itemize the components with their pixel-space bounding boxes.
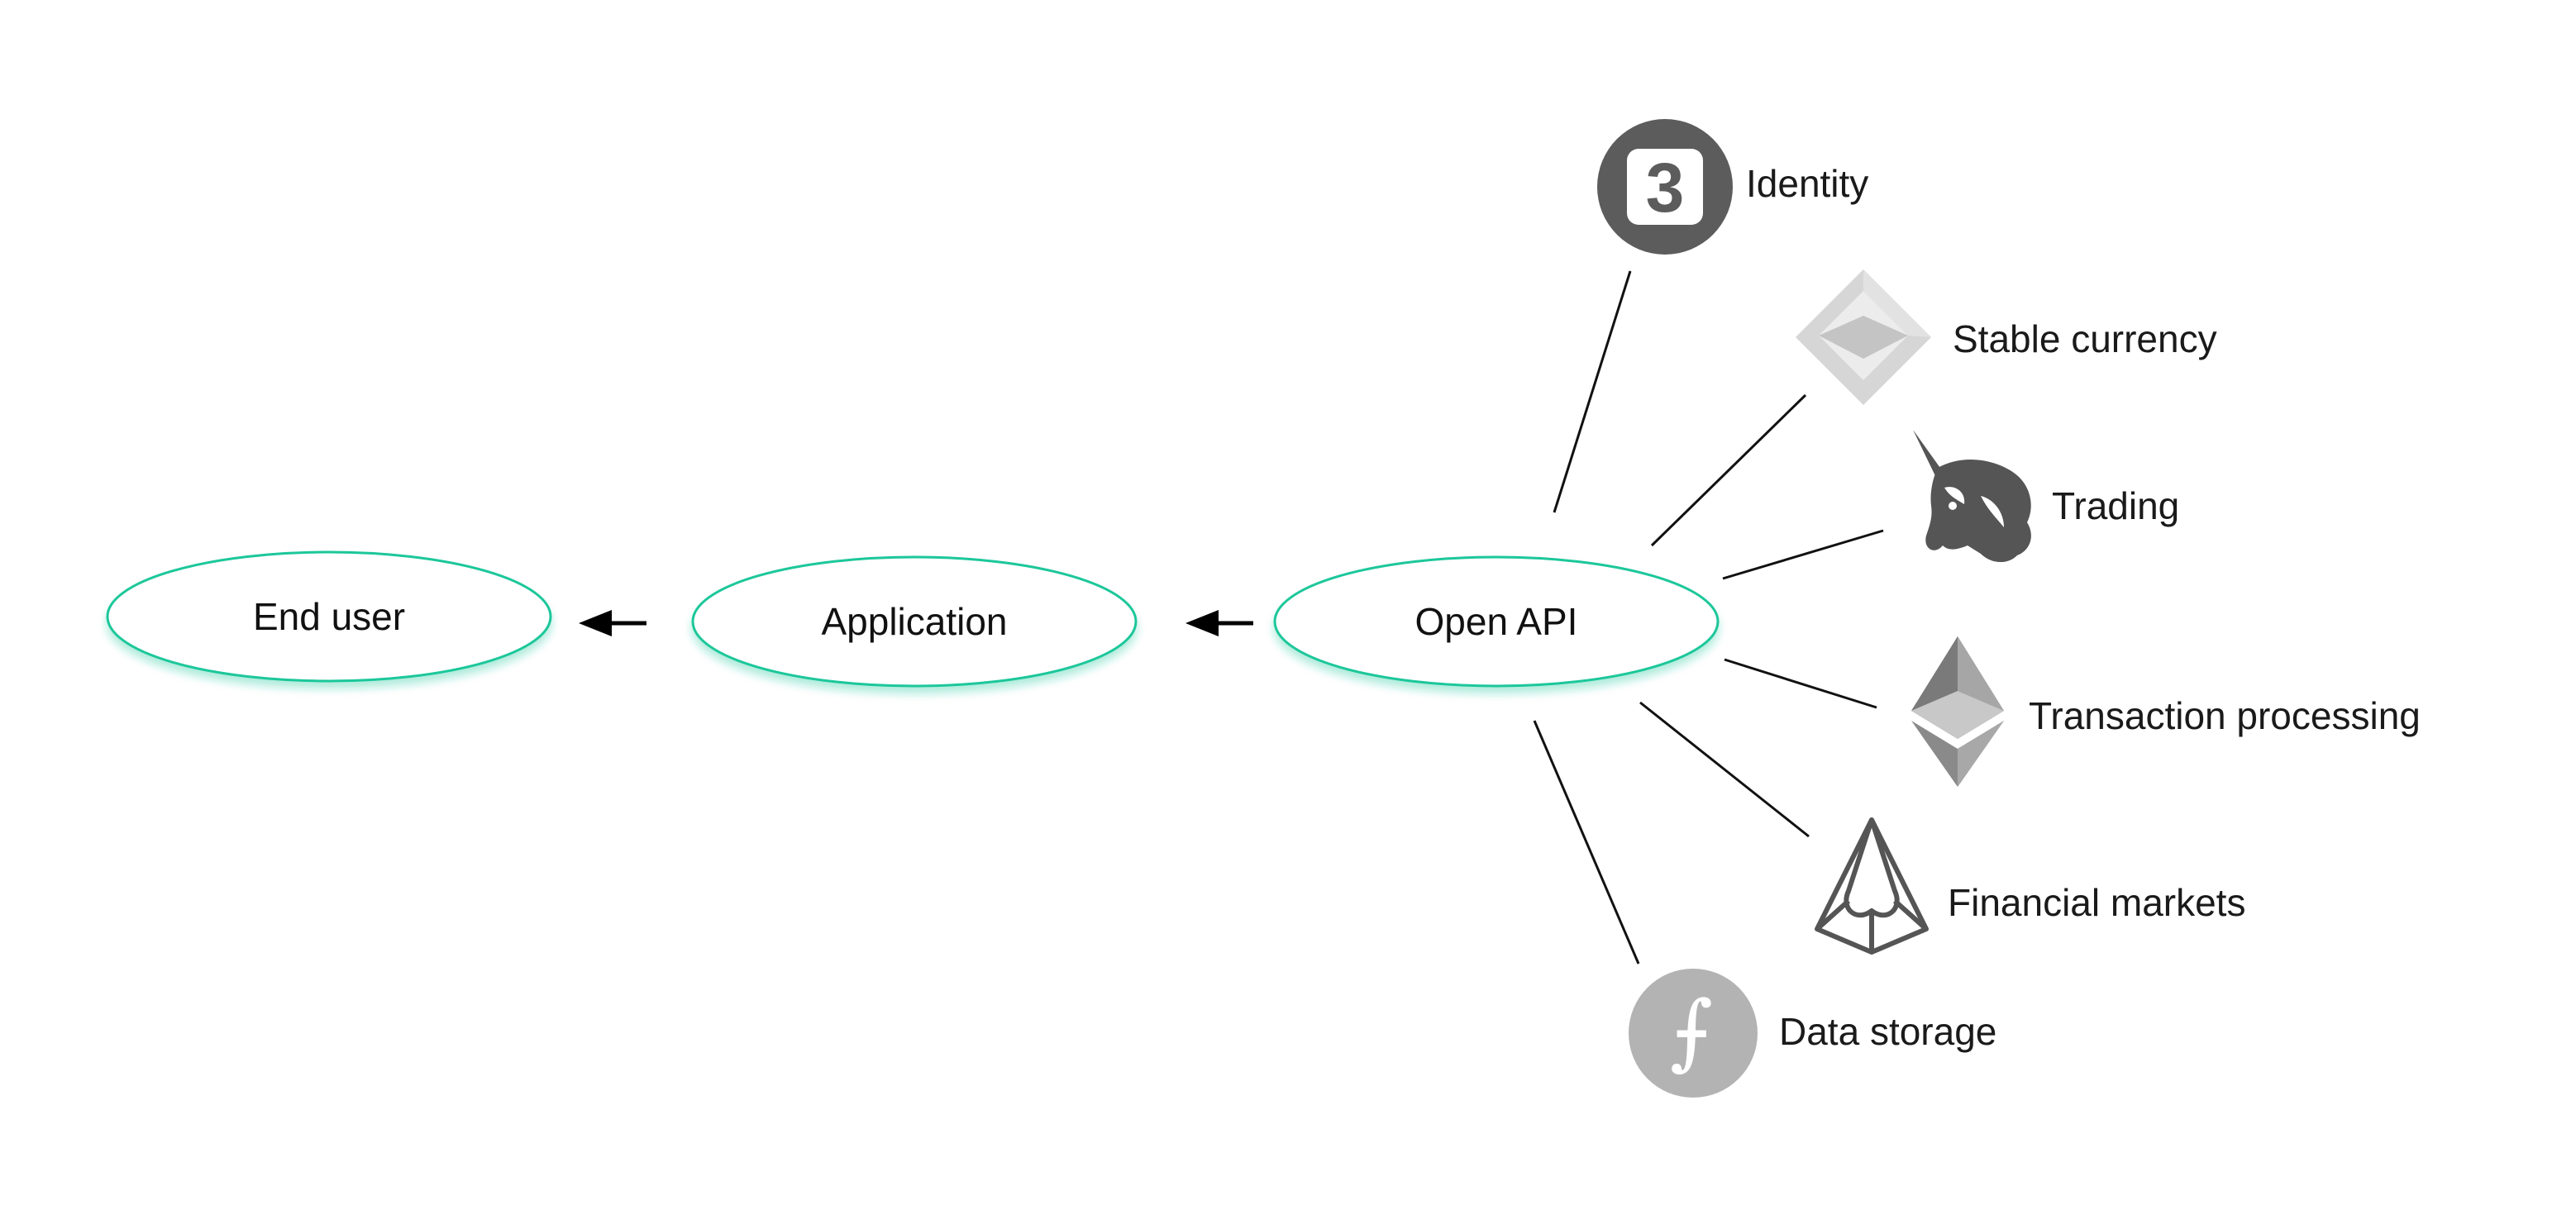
trading-label: Trading: [2052, 484, 2179, 527]
connector-trading: [1722, 529, 1884, 580]
connector-identity: [1553, 270, 1632, 513]
arrow-application-to-end-user: [579, 610, 646, 636]
filecoin-icon-glyph: ⨍: [1670, 983, 1713, 1079]
data-storage-service: ⨍ Data storage: [1629, 969, 1996, 1098]
financial-markets-service: Financial markets: [1815, 817, 2245, 955]
transaction-processing-label: Transaction processing: [2029, 694, 2421, 737]
dai-icon: [1796, 269, 1931, 405]
open-api-label: Open API: [1415, 600, 1578, 643]
connector-stable-currency: [1650, 393, 1807, 547]
connector-data-storage: [1533, 720, 1640, 965]
connector-financial-markets: [1639, 701, 1810, 838]
open-api-node: Open API: [1273, 555, 1720, 688]
connector-transaction-processing: [1724, 658, 1877, 709]
trading-service: Trading: [1913, 430, 2179, 563]
arrow-open-api-to-application: [1185, 610, 1253, 636]
3box-icon: 3: [1597, 119, 1733, 255]
identity-service: 3 Identity: [1597, 119, 1868, 255]
identity-label: Identity: [1746, 162, 1868, 205]
3box-icon-glyph: 3: [1646, 149, 1685, 226]
application-node: Application: [691, 555, 1138, 688]
end-user-label: End user: [253, 595, 405, 638]
ethereum-icon: [1911, 636, 2004, 787]
augur-icon: [1815, 817, 1929, 955]
uniswap-unicorn-icon: [1913, 430, 2031, 563]
application-label: Application: [821, 600, 1007, 643]
transaction-processing-service: Transaction processing: [1911, 636, 2421, 787]
end-user-node: End user: [106, 550, 552, 683]
filecoin-icon: ⨍: [1629, 969, 1758, 1098]
stable-currency-label: Stable currency: [1953, 317, 2217, 360]
data-storage-label: Data storage: [1779, 1010, 1996, 1053]
financial-markets-label: Financial markets: [1948, 881, 2245, 924]
stable-currency-service: Stable currency: [1796, 269, 2217, 405]
